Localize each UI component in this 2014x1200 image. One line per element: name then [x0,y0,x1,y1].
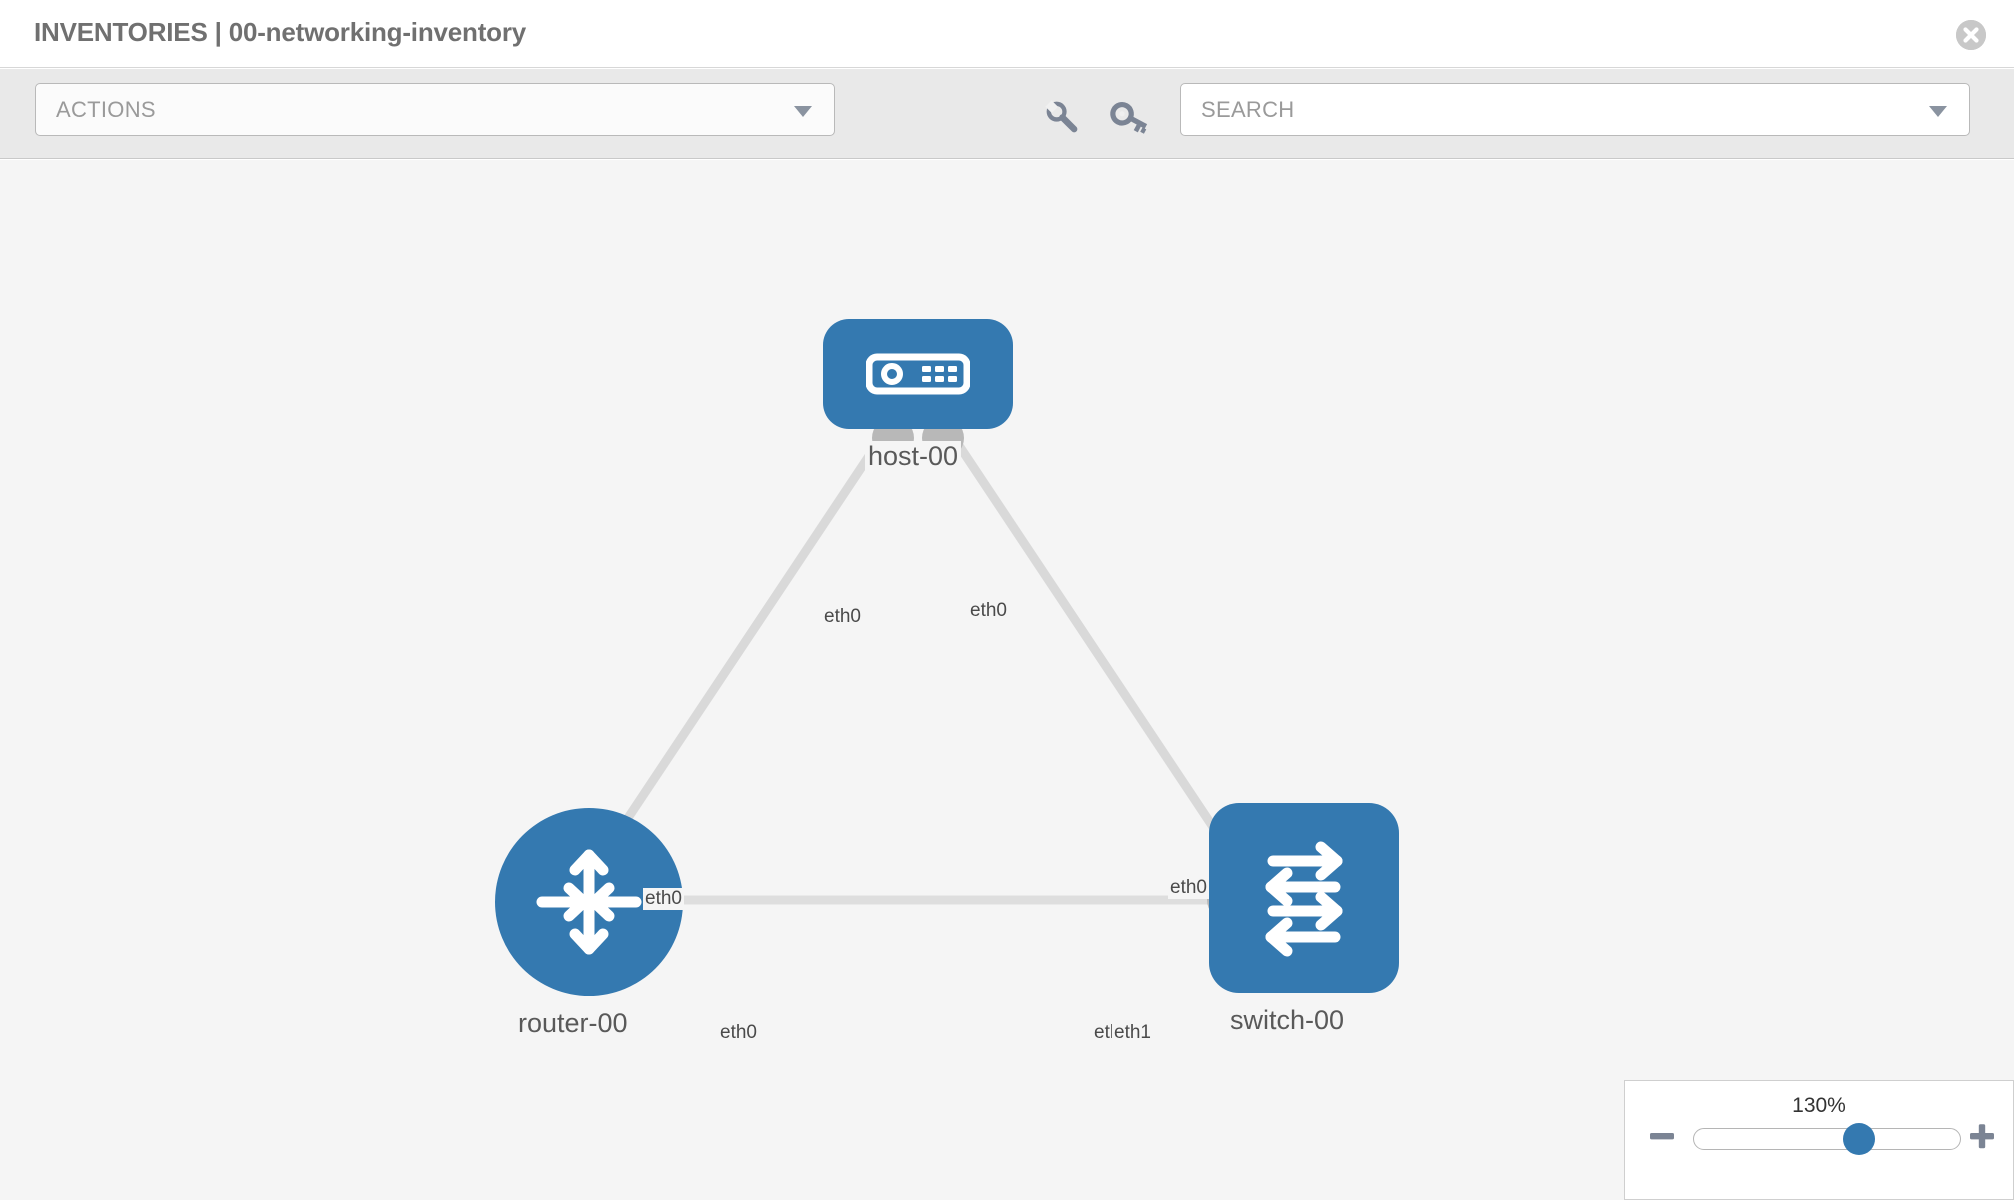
search-placeholder: SEARCH [1201,97,1295,122]
key-icon[interactable] [1107,95,1153,141]
node-switch-00-label: switch-00 [1227,1005,1348,1036]
page-title: INVENTORIES | 00-networking-inventory [34,17,527,47]
iface-label-switch00-left-eth1: eth1 [1112,1022,1153,1044]
iface-label-router00-up: eth0 [643,888,684,910]
page-header: INVENTORIES | 00-networking-inventory [0,0,2014,68]
actions-dropdown-label: ACTIONS [56,97,156,122]
node-router-00-shape [495,808,683,996]
iface-label-switch00-up: eth0 [1168,877,1209,899]
zoom-out-button[interactable] [1647,1121,1677,1151]
node-host-00-label: host-00 [865,441,962,472]
search-input[interactable]: SEARCH [1180,83,1970,136]
zoom-level-value: 130% [1792,1094,1846,1117]
chevron-down-icon [794,106,812,117]
node-router-00-label: router-00 [515,1008,631,1039]
link-host00-switch00 [946,429,1239,863]
iface-label-router00-right: eth0 [718,1022,759,1044]
wrench-icon[interactable] [1040,95,1086,141]
chevron-down-icon [1929,106,1947,117]
iface-label-host00-right: eth0 [968,600,1009,622]
switch-arrows-icon [1265,841,1343,957]
node-switch-00[interactable]: switch-00 [1209,803,1399,1036]
node-switch-00-shape [1209,803,1399,993]
zoom-slider[interactable] [1693,1123,1961,1155]
node-host-00[interactable]: host-00 [823,319,1013,472]
close-icon[interactable] [1956,20,1986,50]
topology-links-layer [571,417,1261,921]
topology-canvas[interactable]: host-00 router-00 [0,160,2014,1200]
zoom-in-button[interactable] [1967,1121,1997,1151]
actions-dropdown[interactable]: ACTIONS [35,83,835,136]
link-host00-router00 [596,429,889,863]
node-host-00-shape [823,319,1013,429]
iface-label-host00-left: eth0 [822,606,863,628]
node-router-00[interactable]: router-00 [495,808,683,1039]
zoom-slider-handle[interactable] [1842,1123,1875,1155]
router-arrows-icon [536,849,642,955]
server-icon [866,353,970,395]
zoom-control-panel: 130% [1624,1080,2014,1200]
